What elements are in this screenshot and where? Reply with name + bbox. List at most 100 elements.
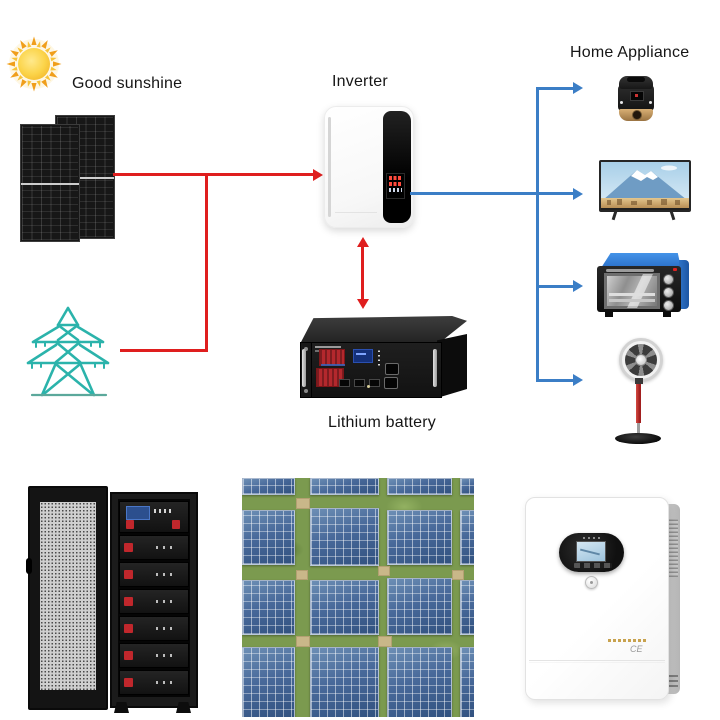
fan-pole-lower [637,423,640,435]
arrow-right-icon [573,280,583,292]
rice-cooker-latch [620,101,623,104]
farm-concrete-pad [378,636,392,647]
battery-side-face [437,334,467,398]
arrow-down-icon [357,299,369,309]
rack-battery-module [119,615,189,641]
ac-branch-line [536,87,573,90]
solar-panel-icon-front [20,124,80,242]
cabinet-mesh-door [26,486,108,710]
sun-icon [6,36,62,92]
tv-screen [601,162,689,208]
farm-panel-array [310,647,379,717]
inverter-led-display [386,173,405,199]
oven-knob [663,287,674,298]
fan-pole [636,384,641,423]
lithium-battery-device [282,316,467,400]
battery-power-switch [367,385,370,388]
battery-logo-text [315,346,341,348]
fan-neck [635,378,643,384]
farm-panel-array [310,478,379,495]
battery-front-face [300,342,442,398]
ac-branch-line [536,285,573,288]
rice-cooker-latch [649,101,652,104]
model-name-text [608,639,648,642]
inverter-lcd-screen [576,541,606,562]
inverter-control-panel [383,111,411,223]
cabinet-foot [176,702,191,713]
oven-indicator-light [673,268,677,271]
ac-main-line [410,192,573,195]
arrow-up-icon [357,237,369,247]
cabinet-foot [114,702,129,713]
farm-concrete-pad [296,498,310,509]
inverter-control-oval [559,533,624,572]
rack-control-screen [126,506,150,520]
farm-concrete-pad [296,636,310,647]
inverter-body: CE [525,497,669,700]
tv-frame [599,160,691,212]
battery-handle [302,349,306,387]
oven-window [604,273,660,309]
grid-dc-line-horizontal [120,349,208,352]
farm-panel-array [242,478,295,495]
farm-panel-array [242,580,295,635]
inverter-device [324,106,414,228]
oven-icon [597,253,689,319]
inverter-seam-line [529,660,665,661]
pv-dc-line [113,173,313,176]
inverter-round-button [585,576,598,589]
solar-farm-photo [242,478,474,717]
battery-brand-mark [321,364,345,366]
rack-control-module [119,501,189,533]
fan-icon [613,336,665,444]
farm-panel-array [460,510,474,565]
farm-panel-array [387,510,452,565]
oven-knob [663,300,674,311]
battery-handle [433,349,437,387]
arrow-right-icon [573,188,583,200]
ac-branch-line [536,379,573,382]
farm-panel-array [310,580,379,635]
battery-led-indicators [376,349,382,367]
oven-foot [605,312,613,317]
arrow-right-icon [573,82,583,94]
lithium-battery-label: Lithium battery [328,414,436,431]
farm-panel-array [387,478,452,495]
good-sunshine-label: Good sunshine [72,75,183,92]
farm-panel-array [460,478,474,495]
oven-front [597,266,681,312]
fan-hub [635,354,647,366]
grid-dc-line-vertical [205,173,208,351]
oven-top [601,253,681,268]
farm-panel-array [460,580,474,635]
oven-knob [663,274,674,285]
inverter-label: Inverter [332,73,388,90]
arrow-right-icon [573,374,583,386]
farm-panel-array [242,647,295,717]
farm-panel-array [387,647,452,717]
farm-concrete-pad [296,570,308,580]
rack-battery-module [119,534,189,560]
battery-top-face [300,316,467,343]
cabinet-rack [110,492,198,708]
battery-comm-ports [339,379,380,387]
inverter-side-connector [666,675,678,687]
farm-panel-array [387,578,452,635]
battery-dc-link [361,247,364,299]
rack-battery-module [119,561,189,587]
farm-concrete-pad [452,570,464,580]
fan-base [615,433,661,444]
rack-battery-module [119,670,189,696]
arrow-right-icon [313,169,323,181]
inverter-side-vents [666,519,678,577]
wall-inverter-photo: CE [525,497,680,701]
tv-icon [599,160,691,221]
farm-panel-array [310,508,379,566]
farm-concrete-pad [378,566,390,576]
battery-output-socket [385,363,399,375]
rice-cooker-icon [618,76,654,123]
oven-handle [606,269,654,272]
farm-panel-array [242,510,295,565]
fan-head [619,338,663,382]
